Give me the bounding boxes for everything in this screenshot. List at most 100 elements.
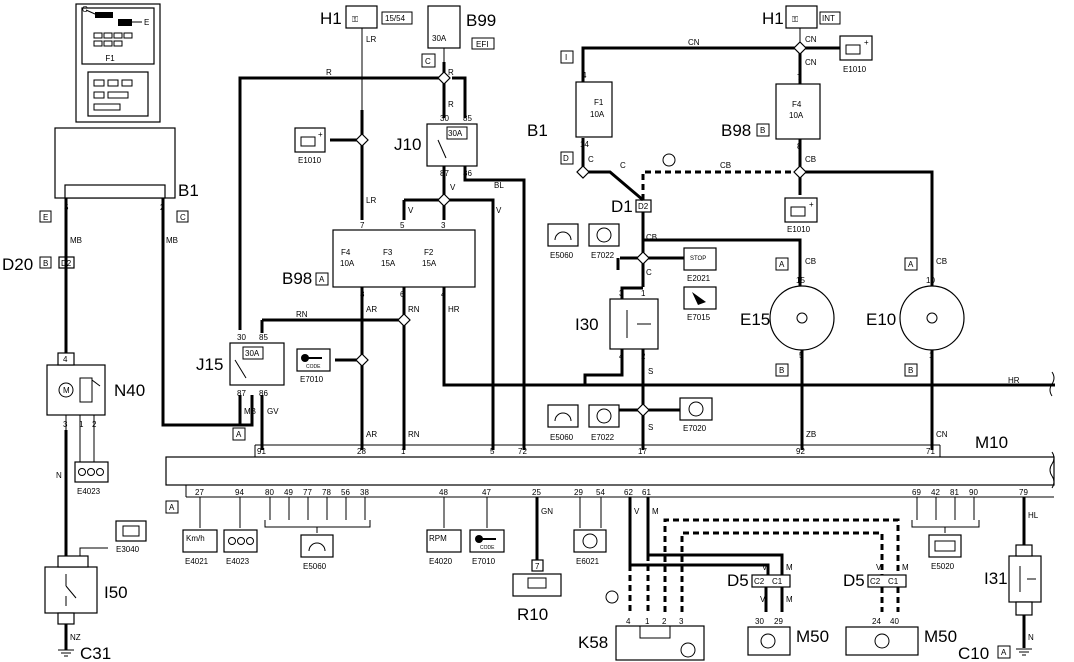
plus-icon: + — [809, 200, 814, 209]
m10-pin-38: 38 — [360, 488, 369, 497]
ref-e4023-bottom: E4023 — [223, 529, 258, 566]
ref-e7010-bottom: CODE E7010 — [469, 529, 505, 566]
j10-rating: 30A — [448, 129, 463, 138]
j15-label: J15 — [196, 355, 223, 374]
wire-label-cn4: CN — [936, 430, 948, 439]
m10-pin-1: 1 — [401, 447, 406, 456]
wire-label-n1: N — [56, 471, 62, 480]
wire-label-r1: R — [326, 68, 332, 77]
ref-e3040-label: E3040 — [116, 545, 140, 554]
m10-pin-56: 56 — [341, 488, 350, 497]
wire-label-v5: V — [762, 563, 768, 572]
k58-label: K58 — [578, 633, 608, 652]
m50-a-pin-29: 29 — [774, 617, 783, 626]
e10-box-b: B — [908, 366, 913, 375]
j15-pin-30: 30 — [237, 333, 246, 342]
wire-label-cb1: CB — [720, 161, 731, 170]
b98-right-label: B98 — [721, 121, 751, 140]
ref-e5060-top: E5060 — [547, 223, 579, 260]
ref-e4023-left-label: E4023 — [77, 487, 101, 496]
key-icon: ⚿ — [352, 15, 358, 24]
ref-e7022-mid-label: E7022 — [591, 433, 615, 442]
m10-box-bottom: A — [169, 503, 175, 512]
b1-top-pin-out: 14 — [580, 140, 589, 149]
ref-e2021-label: E2021 — [687, 274, 711, 283]
ref-e4021-label: E4021 — [185, 557, 209, 566]
j15-pin-87: 87 — [237, 389, 246, 398]
ref-e5020-label: E5020 — [931, 562, 955, 571]
relay-j15: 30A J15 30 85 87 86 — [196, 333, 285, 398]
e15-pin-15: 15 — [796, 276, 805, 285]
ref-e1010-right2-label: E1010 — [787, 225, 811, 234]
wire-label-m2b: M — [786, 595, 793, 604]
d1-label: D1 — [611, 197, 633, 216]
j15-pin-86: 86 — [259, 389, 268, 398]
m10-pin-48: 48 — [439, 488, 448, 497]
ref-e5060-bottom: E5060 — [300, 534, 334, 571]
wire-label-m2: M — [786, 563, 793, 572]
i31-label: I31 — [984, 569, 1008, 588]
ref-e7010-bottom-label: E7010 — [472, 557, 496, 566]
d20-box: B — [43, 259, 48, 268]
m10-pin-69: 69 — [912, 488, 921, 497]
wire-label-lr2: LR — [366, 196, 376, 205]
thumb-label-f1: F1 — [105, 54, 115, 63]
wire-label-mb2: MB — [166, 236, 178, 245]
wire-label-rn1: RN — [296, 310, 308, 319]
b1-top-box-out: D — [563, 154, 569, 163]
m10-pin-81: 81 — [950, 488, 959, 497]
h1-top-label: H1 — [320, 9, 342, 28]
wire-label-v6: V — [876, 563, 882, 572]
m10-box-top: A — [236, 430, 242, 439]
wire-label-cn3: CN — [805, 58, 817, 67]
wire-label-cb2: CB — [805, 155, 816, 164]
m10-pin-90: 90 — [969, 488, 978, 497]
component-r10: GN 7 R10 — [512, 497, 562, 624]
m50-b-pin-24: 24 — [872, 617, 881, 626]
component-k58: K58 4 1 2 3 — [578, 617, 705, 661]
m10-label: M10 — [975, 433, 1008, 452]
i30-label: I30 — [575, 315, 599, 334]
b1-top-rating: 10A — [590, 110, 605, 119]
ref-e5060-top-label: E5060 — [550, 251, 574, 260]
wire-label-m1: M — [652, 507, 659, 516]
b98-f4-name: F4 — [341, 248, 351, 257]
component-m50-a: 30 29 M50 — [747, 617, 829, 656]
wire-label-v4: V — [634, 507, 640, 516]
wire-label-hr1: HR — [448, 305, 460, 314]
component-b1-top: F1 10A B1 4 14 I D — [527, 50, 613, 165]
d5-a-pin-c2: C2 — [754, 577, 765, 586]
b98-f2-rating: 15A — [422, 259, 437, 268]
ref-e4021: Km/h E4021 — [182, 529, 218, 566]
m10-pin-42: 42 — [931, 488, 940, 497]
j10-pin-30: 30 — [440, 114, 449, 123]
e15-label: E15 — [740, 310, 770, 329]
ref-e5060-mid-label: E5060 — [550, 433, 574, 442]
key-icon: ⚿ — [792, 15, 798, 24]
gauge-e10: E10 10 1 A B CN — [866, 257, 965, 450]
ref-e4020: RPM E4020 — [426, 529, 462, 566]
thumb-label-c: C — [82, 5, 88, 14]
m50-a-pin-30: 30 — [755, 617, 764, 626]
m10-pin-79: 79 — [1019, 488, 1028, 497]
wire-label-rn2: RN — [408, 305, 420, 314]
m10-pin-71: 71 — [926, 447, 935, 456]
ref-e4023-bottom-label: E4023 — [226, 557, 250, 566]
ref-e1010-center-label: E1010 — [298, 156, 322, 165]
center-wiring: LR LR R R R V BL V V RN RN RN AR AR HR H… — [238, 28, 1055, 450]
b98-pin-7: 7 — [360, 221, 365, 230]
wire-label-hr2: HR — [1008, 376, 1020, 385]
ref-e1010-right-label: E1010 — [843, 65, 867, 74]
fusebox-location-thumbnail: C E F1 — [75, 3, 161, 123]
component-b98-right: F4 10A B98 B 7 8 — [721, 73, 821, 151]
wire-label-c3: C — [646, 268, 652, 277]
component-b1-left: B1 5 2 E C — [39, 127, 199, 223]
wire-label-c1: C — [588, 155, 594, 164]
component-b99: 30A B99 EFI C — [421, 5, 496, 68]
h1-right-label: H1 — [762, 9, 784, 28]
wire-label-c2: C — [620, 161, 626, 170]
b99-tag: EFI — [476, 40, 488, 49]
m10-pin-28: 28 — [357, 447, 366, 456]
ecu-m10: M10 A A — [165, 427, 1055, 514]
